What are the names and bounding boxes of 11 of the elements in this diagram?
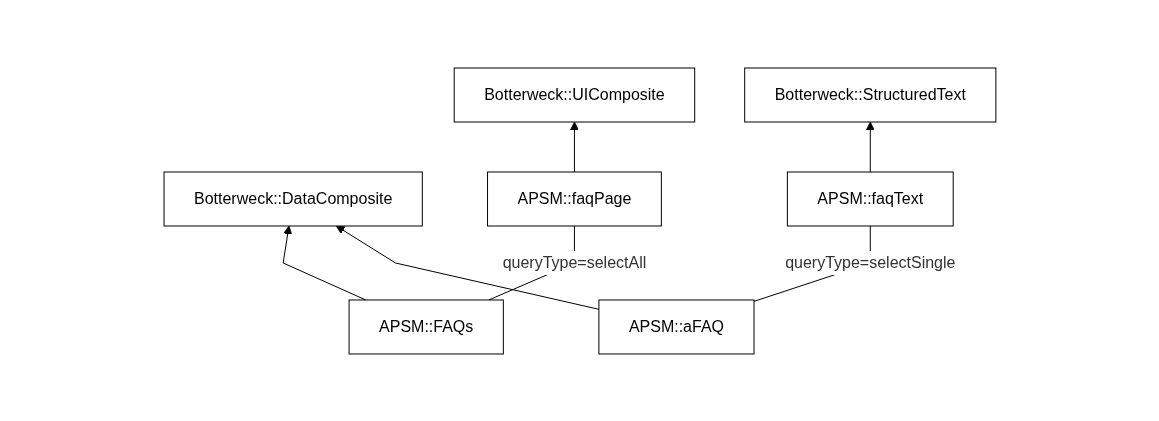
- node-box: APSM::aFAQ: [597, 299, 755, 354]
- node-box: APSM::faqText: [786, 171, 954, 226]
- node-box: Botterweck::DataComposite: [163, 171, 423, 226]
- node-box: Botterweck::UIComposite: [453, 67, 695, 122]
- arrow: [569, 121, 579, 172]
- edge-label: queryType=selectAll: [502, 253, 646, 271]
- node-box: Botterweck::StructuredText: [743, 67, 996, 122]
- node-box: APSM::faqPage: [486, 171, 662, 226]
- arrow: [865, 121, 875, 172]
- node-box: APSM::FAQs: [348, 299, 504, 354]
- edge-label: queryType=selectSingle: [784, 253, 955, 271]
